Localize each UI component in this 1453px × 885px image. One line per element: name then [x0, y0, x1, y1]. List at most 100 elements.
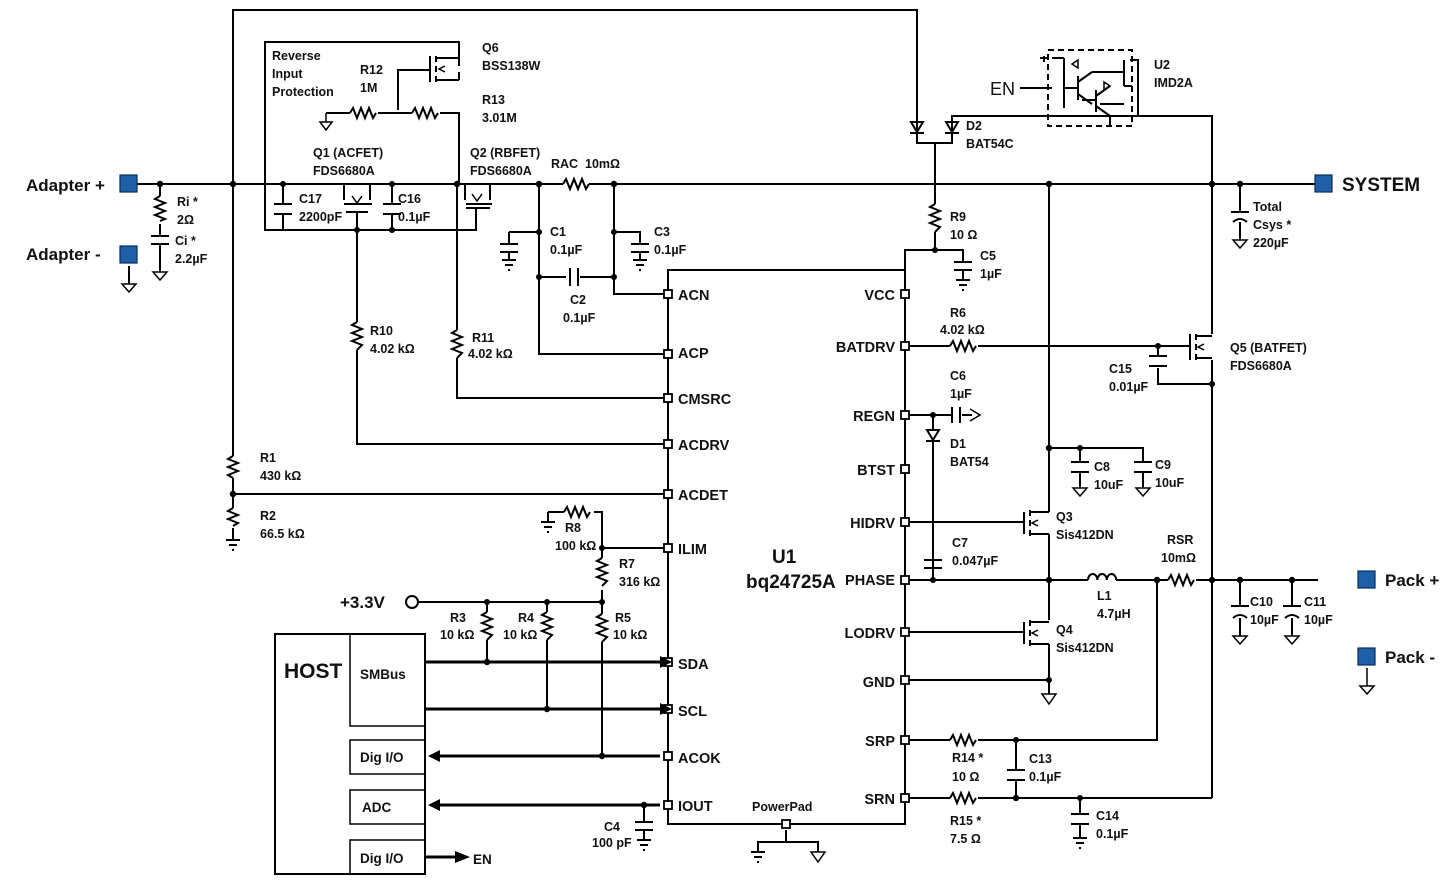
label-r4: R4 [518, 611, 534, 625]
mosfet-q3 [1023, 510, 1049, 536]
value-c17: 2200pF [299, 210, 342, 224]
label-r11: R11 [472, 331, 494, 345]
resistor-r4 [539, 611, 555, 641]
value-r1: 430 kΩ [260, 469, 301, 483]
pin-iout: IOUT [678, 799, 713, 815]
capacitor-c9 [1134, 461, 1152, 473]
pin-gnd: GND [863, 675, 895, 691]
value-l1: 4.7µH [1097, 607, 1131, 621]
ground-icon [318, 113, 334, 132]
label-c5: C5 [980, 249, 996, 263]
pin-regn: REGN [853, 409, 895, 425]
resistor-r14 [949, 732, 977, 748]
protection-line-3: Protection [272, 85, 334, 99]
label-c7: C7 [952, 536, 968, 550]
value-c16: 0.1µF [398, 210, 431, 224]
label-c17: C17 [299, 192, 322, 206]
ground-icon [1231, 239, 1249, 250]
resistor-r15 [949, 790, 977, 806]
value-q6: BSS138W [482, 59, 541, 73]
capacitor-c3 [631, 243, 649, 260]
value-r8: 100 kΩ [555, 539, 596, 553]
label-en-out: EN [473, 852, 492, 867]
host-title: HOST [284, 660, 343, 683]
arrow-left-icon [428, 750, 440, 762]
label-c1: C1 [550, 225, 566, 239]
ground-icon [541, 521, 555, 533]
port-system-icon [1314, 174, 1333, 193]
label-d2: D2 [966, 119, 982, 133]
pin-scl: SCL [678, 704, 707, 720]
value-r6: 4.02 kΩ [940, 323, 985, 337]
mosfet-q2 [464, 184, 492, 212]
pin-cmsrc: CMSRC [678, 392, 732, 408]
value-c5: 1µF [980, 267, 1002, 281]
resistor-r12 [349, 105, 377, 121]
label-q3: Q3 [1056, 510, 1073, 524]
ground-icon [956, 279, 970, 291]
value-q5: FDS6680A [1230, 359, 1292, 373]
label-c14: C14 [1096, 809, 1119, 823]
resistor-r3 [479, 611, 495, 641]
arrow-right-icon [660, 656, 672, 668]
ground-icon [226, 539, 240, 551]
label-r12: R12 [360, 63, 383, 77]
resistor-rsr [1167, 572, 1195, 588]
label-r8: R8 [565, 521, 581, 535]
ground-icon [637, 839, 651, 851]
label-ic-ref: U1 [772, 547, 797, 568]
resistors [152, 105, 1195, 806]
mosfet-q1 [343, 184, 372, 230]
value-rac: 10mΩ [585, 157, 620, 171]
capacitor-c8 [1071, 461, 1089, 473]
ground-icon [633, 259, 647, 271]
diode-d1 [925, 429, 941, 442]
label-q5: Q5 (BATFET) [1230, 341, 1307, 355]
label-u2: U2 [1154, 58, 1170, 72]
value-d1: BAT54 [950, 455, 989, 469]
junction-dots [156, 180, 1296, 809]
host-smbus: SMBus [360, 667, 406, 682]
value-rsr: 10mΩ [1161, 551, 1196, 565]
value-r3: 10 kΩ [440, 628, 474, 642]
label-q2: Q2 (RBFET) [470, 146, 540, 160]
pin-acp: ACP [678, 346, 709, 362]
ports [119, 174, 1376, 666]
ground-icon [1358, 668, 1376, 696]
capacitors [151, 203, 1301, 840]
label-r3: R3 [450, 611, 466, 625]
value-r14: 10 Ω [952, 770, 979, 784]
capacitor-c2 [569, 268, 579, 286]
capacitor-c11 [1283, 605, 1301, 619]
pin-acn: ACN [678, 288, 709, 304]
ground-icon [1231, 635, 1249, 646]
arrows [428, 656, 672, 863]
u2-imd2a [1040, 49, 1139, 127]
capacitor-c17 [274, 203, 292, 215]
label-d1: D1 [950, 437, 966, 451]
ground-icon [120, 283, 138, 294]
port-pack-plus-icon [1357, 570, 1376, 589]
pin-batdrv: BATDRV [836, 340, 895, 356]
value-r10: 4.02 kΩ [370, 342, 415, 356]
mosfets [343, 56, 1212, 646]
value-q2: FDS6680A [470, 164, 532, 178]
capacitor-c10 [1231, 605, 1249, 619]
value-c4: 100 pF [592, 836, 632, 850]
capacitor-c4 [635, 821, 653, 840]
label-system: SYSTEM [1342, 175, 1420, 196]
label-r14: R14 * [952, 751, 983, 765]
label-pack-minus: Pack - [1385, 648, 1435, 667]
value-c11: 10µF [1304, 613, 1333, 627]
pin-btst: BTST [857, 463, 895, 479]
label-c3: C3 [654, 225, 670, 239]
value-q3: Sis412DN [1056, 528, 1114, 542]
capacitor-c6 [951, 407, 961, 423]
resistor-ri [152, 195, 168, 222]
ground-icon [1040, 693, 1058, 706]
value-c3: 0.1µF [654, 243, 687, 257]
arrow-left-icon [428, 799, 440, 811]
ground-icon [1071, 487, 1089, 498]
value-u2: IMD2A [1154, 76, 1193, 90]
label-r6: R6 [950, 306, 966, 320]
